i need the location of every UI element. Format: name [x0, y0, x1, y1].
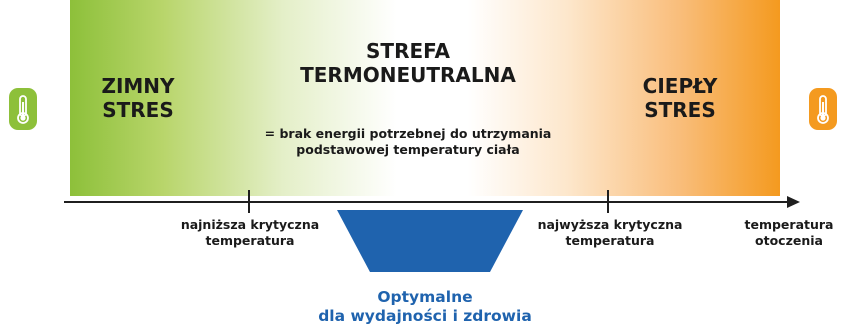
heat-stress-line1: CIEPŁY — [642, 74, 718, 98]
thermometer-icon — [817, 95, 829, 124]
optimal-zone-label: Optymalne dla wydajności i zdrowia — [250, 288, 600, 327]
upper-critical-line2: temperatura — [565, 233, 655, 249]
lower-critical-tick — [248, 190, 250, 213]
lower-critical-temperature-label: najniższa krytyczna temperatura — [150, 217, 350, 250]
axis-title-line2: otoczenia — [755, 233, 823, 249]
thermoneutral-description: = brak energii potrzebnej do utrzymania … — [232, 126, 584, 159]
optimal-line2: dla wydajności i zdrowia — [318, 307, 532, 326]
temperature-zone-gradient — [70, 0, 780, 196]
temperature-axis-line — [64, 201, 791, 203]
thermoneutral-zone-label: STREFA TERMONEUTRALNA — [262, 39, 554, 88]
optimal-line1: Optymalne — [377, 288, 473, 306]
hot-thermometer-icon — [809, 88, 837, 130]
cold-stress-line2: STRES — [102, 98, 174, 123]
upper-critical-tick — [607, 190, 609, 213]
heat-stress-label: CIEPŁY STRES — [620, 74, 740, 123]
optimal-zone-shape — [337, 210, 523, 272]
axis-title-line1: temperatura — [744, 217, 834, 232]
ambient-temperature-axis-title: temperatura otoczenia — [733, 217, 845, 250]
thermoneutral-desc-line2: podstawowej temperatury ciała — [296, 142, 520, 158]
axis-arrow-head — [787, 196, 800, 208]
thermoneutral-desc-line1: = brak energii potrzebnej do utrzymania — [264, 126, 552, 141]
cold-thermometer-icon — [9, 88, 37, 130]
heat-stress-line2: STRES — [644, 98, 716, 123]
thermometer-icon — [17, 95, 29, 124]
upper-critical-line1: najwyższa krytyczna — [537, 217, 683, 232]
thermoneutral-line2: TERMONEUTRALNA — [300, 63, 516, 88]
cold-stress-label: ZIMNY STRES — [78, 74, 198, 123]
cold-stress-line1: ZIMNY — [101, 74, 175, 98]
thermoneutral-line1: STREFA — [366, 39, 450, 63]
lower-critical-line2: temperatura — [205, 233, 295, 249]
lower-critical-line1: najniższa krytyczna — [180, 217, 320, 232]
upper-critical-temperature-label: najwyższa krytyczna temperatura — [520, 217, 700, 250]
